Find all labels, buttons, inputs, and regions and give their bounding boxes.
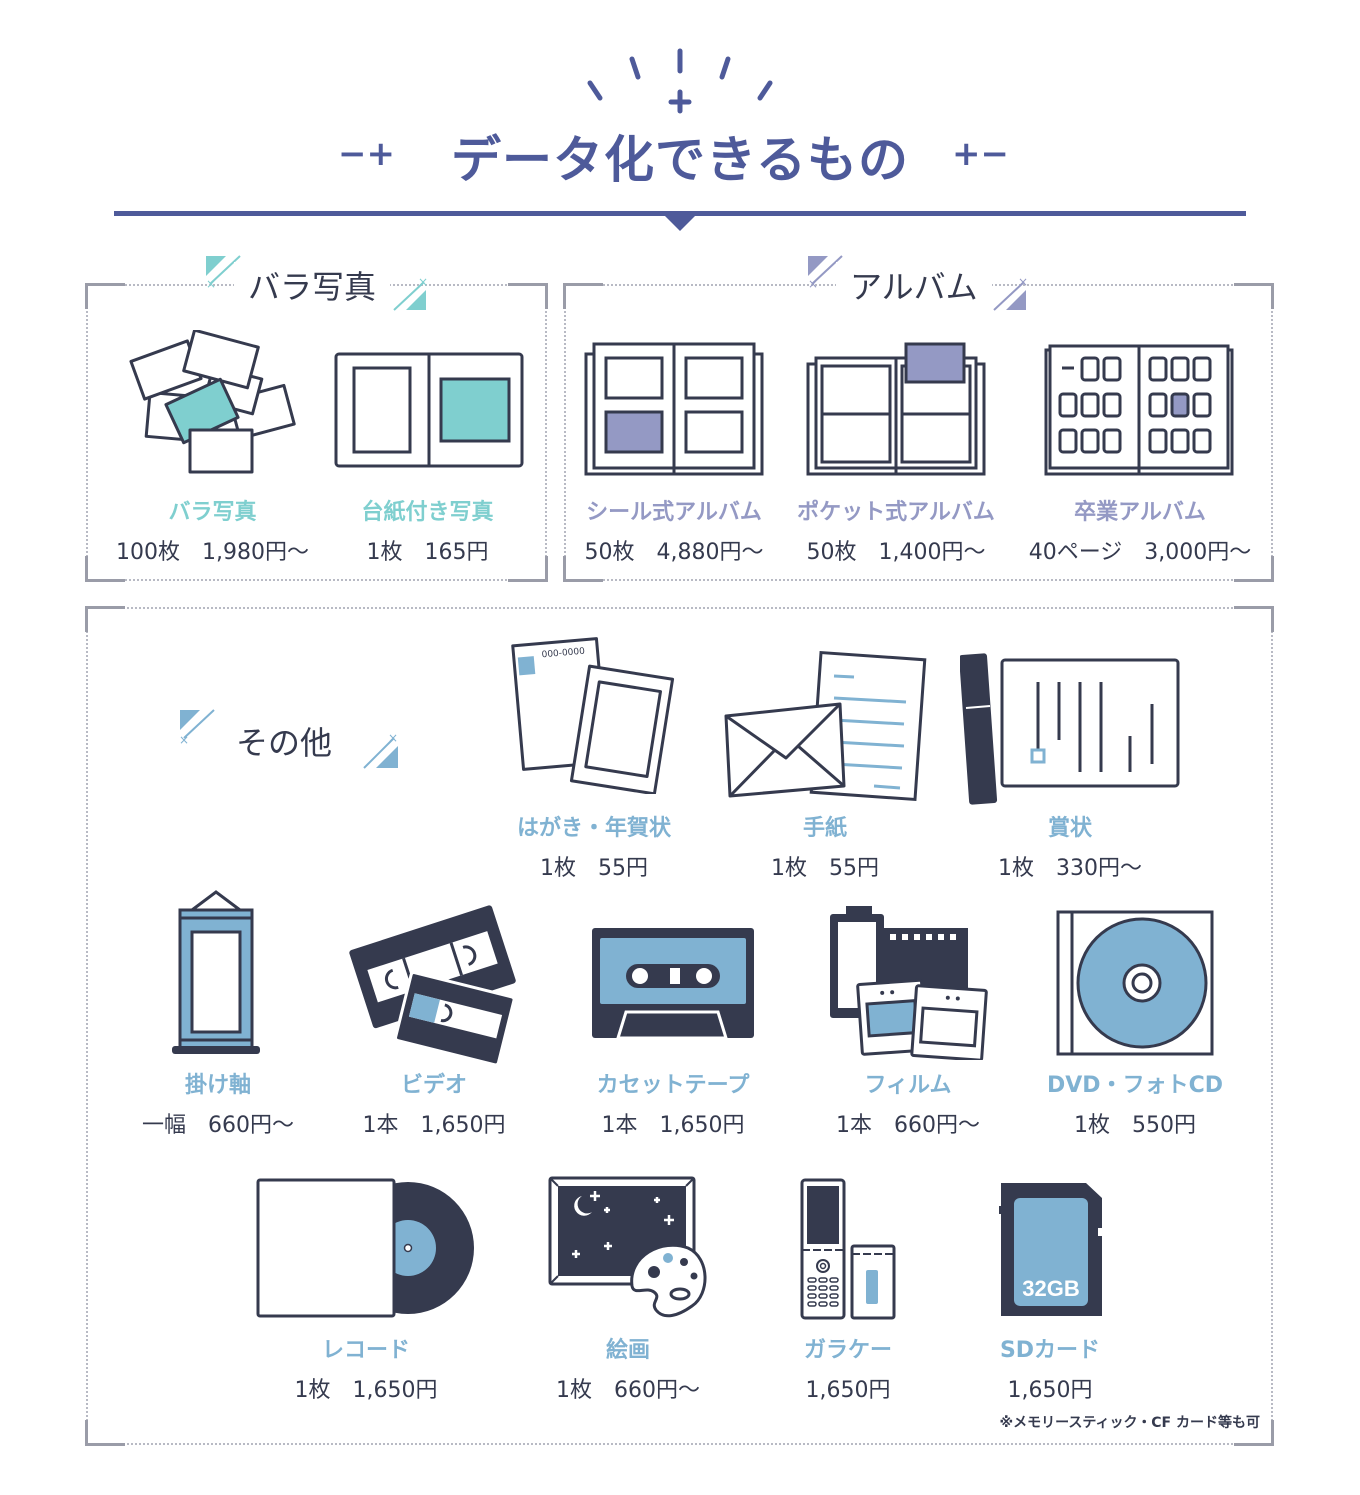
film-icon (826, 904, 990, 1060)
title-left-deco: −+ (338, 134, 395, 174)
item-name: はがき・年賀状 (516, 816, 671, 841)
item-name: 卒業アルバム (1074, 500, 1206, 525)
item-postcard: はがき・年賀状 1枚 55円 (498, 810, 690, 882)
item-price: 1本 1,650円 (362, 1113, 506, 1138)
svg-text:×: × (206, 277, 216, 290)
item-disc: DVD・フォトCD 1枚 550円 (1030, 1067, 1240, 1139)
item-price: 1枚 1,650円 (294, 1378, 438, 1403)
item-name: 手紙 (802, 816, 847, 841)
hanging-scroll-icon (170, 888, 262, 1058)
painting-icon (548, 1174, 712, 1326)
yearbook-icon (1044, 344, 1234, 476)
mounted-photo-icon (334, 352, 524, 468)
item-flip-phone: ガラケー 1,650円 (768, 1332, 928, 1404)
item-name: DVD・フォトCD (1047, 1073, 1223, 1098)
title-divider-arrow (664, 215, 696, 231)
item-price: 100枚 1,980円〜 (116, 540, 309, 565)
vinyl-record-icon (256, 1178, 478, 1320)
memory-card-note: ※メモリースティック・CF カード等も可 (999, 1415, 1260, 1431)
item-pocket-album: ポケット式アルバム 50枚 1,400円〜 (786, 494, 1006, 566)
certificate-icon (960, 648, 1190, 808)
item-name: 絵画 (605, 1338, 650, 1363)
section-title-albums: アルバム (836, 262, 992, 308)
item-name: ガラケー (803, 1338, 892, 1363)
item-price: 1本 660円〜 (836, 1113, 980, 1138)
item-name: 賞状 (1047, 816, 1092, 841)
header-burst (580, 45, 780, 115)
disc-icon (1056, 910, 1214, 1056)
item-name: 掛け軸 (184, 1073, 251, 1098)
svg-text:×: × (808, 277, 818, 290)
item-sticker-album: シール式アルバム 50枚 4,880円〜 (574, 494, 774, 566)
item-name: ビデオ (400, 1073, 467, 1098)
section-title-deco-right: × (390, 276, 430, 312)
item-price: 一幅 660円〜 (142, 1113, 294, 1138)
section-title-deco-left: × (204, 254, 244, 290)
postcard-icon: 000-0000 (510, 634, 680, 794)
item-letter: 手紙 1枚 55円 (730, 810, 920, 882)
item-price: 1,650円 (805, 1378, 891, 1403)
item-price: 50枚 1,400円〜 (806, 540, 986, 565)
pocket-album-icon (806, 342, 986, 478)
item-loose-photos: バラ写真 100枚 1,980円〜 (100, 494, 325, 566)
flip-phone-icon (800, 1178, 898, 1322)
cassette-tape-icon (590, 926, 756, 1040)
item-price: 1枚 660円〜 (556, 1378, 700, 1403)
scattered-photos-icon (128, 330, 298, 475)
item-yearbook: 卒業アルバム 40ページ 3,000円〜 (1016, 494, 1264, 566)
svg-text:×: × (418, 276, 428, 289)
sd-capacity-label: 32GB (1022, 1276, 1079, 1301)
item-price: 1枚 55円 (771, 856, 879, 881)
burst-icon (587, 48, 773, 114)
item-price: 1,650円 (1007, 1378, 1093, 1403)
item-mounted-photo: 台紙付き写真 1枚 165円 (325, 494, 530, 566)
sticker-album-icon (584, 342, 764, 478)
section-title-loose-photos: バラ写真 (234, 262, 391, 308)
item-painting: 絵画 1枚 660円〜 (528, 1332, 728, 1404)
item-name: シール式アルバム (586, 500, 762, 525)
item-name: ポケット式アルバム (797, 500, 995, 525)
item-price: 1枚 330円〜 (998, 856, 1142, 881)
item-cassette: カセットテープ 1本 1,650円 (568, 1067, 778, 1139)
item-name: フィルム (864, 1073, 952, 1098)
item-hanging-scroll: 掛け軸 一幅 660円〜 (118, 1067, 318, 1139)
item-name: 台紙付き写真 (361, 500, 494, 525)
item-price: 50枚 4,880円〜 (584, 540, 764, 565)
item-price: 1本 1,650円 (601, 1113, 745, 1138)
item-vhs: ビデオ 1本 1,650円 (334, 1067, 534, 1139)
section-others (85, 606, 1274, 1446)
item-film: フィルム 1本 660円〜 (808, 1067, 1008, 1139)
letter-icon (724, 646, 934, 806)
section-title-others: その他 (236, 724, 333, 762)
item-price: 1枚 165円 (366, 540, 489, 565)
item-price: 1枚 55円 (540, 856, 648, 881)
sd-card-icon: 32GB (998, 1180, 1104, 1320)
item-sd-card: SDカード 1,650円 (970, 1332, 1130, 1404)
page-title: データ化できるもの (451, 131, 909, 189)
item-vinyl: レコード 1枚 1,650円 (266, 1332, 466, 1404)
section-title-deco-left: × (806, 254, 846, 290)
svg-text:×: × (388, 731, 398, 745)
svg-text:000-0000: 000-0000 (541, 647, 585, 661)
item-name: SDカード (999, 1338, 1101, 1363)
vhs-tape-icon (346, 900, 522, 1066)
item-price: 40ページ 3,000円〜 (1028, 540, 1252, 565)
section-title-deco-left: × (178, 708, 218, 748)
item-name: カセットテープ (596, 1073, 750, 1098)
item-price: 1枚 550円 (1074, 1113, 1196, 1138)
svg-text:×: × (1018, 276, 1028, 289)
item-name: バラ写真 (168, 500, 257, 525)
title-right-deco: +− (952, 134, 1009, 174)
svg-text:×: × (179, 733, 189, 747)
item-certificate: 賞状 1枚 330円〜 (970, 810, 1170, 882)
section-title-deco-right: × (990, 276, 1030, 312)
item-name: レコード (321, 1338, 410, 1363)
section-title-deco-right: × (360, 730, 400, 770)
title-divider (114, 211, 1246, 216)
